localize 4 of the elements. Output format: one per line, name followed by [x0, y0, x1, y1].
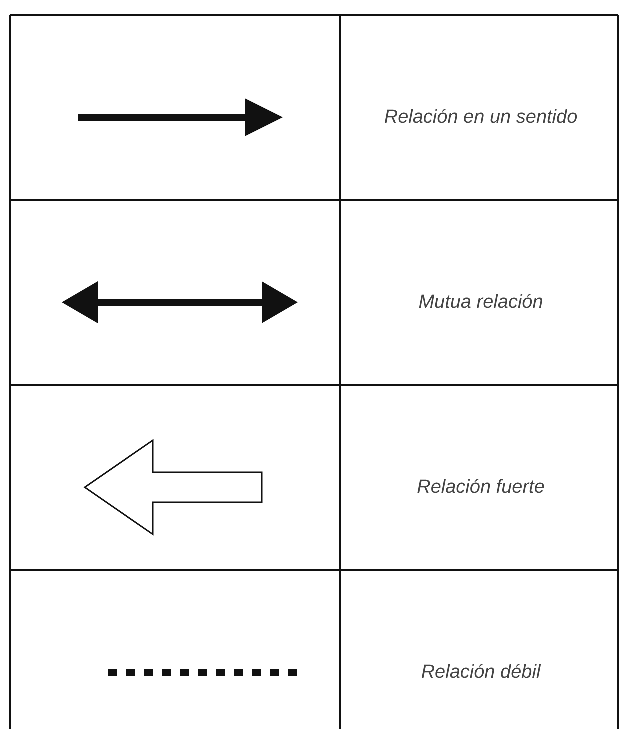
- legend-label: Relación débil: [420, 662, 542, 684]
- legend-label: Relación fuerte: [416, 476, 546, 498]
- legend-label: Mutua relación: [418, 292, 544, 314]
- legend-label: Relación en un sentido: [383, 106, 579, 128]
